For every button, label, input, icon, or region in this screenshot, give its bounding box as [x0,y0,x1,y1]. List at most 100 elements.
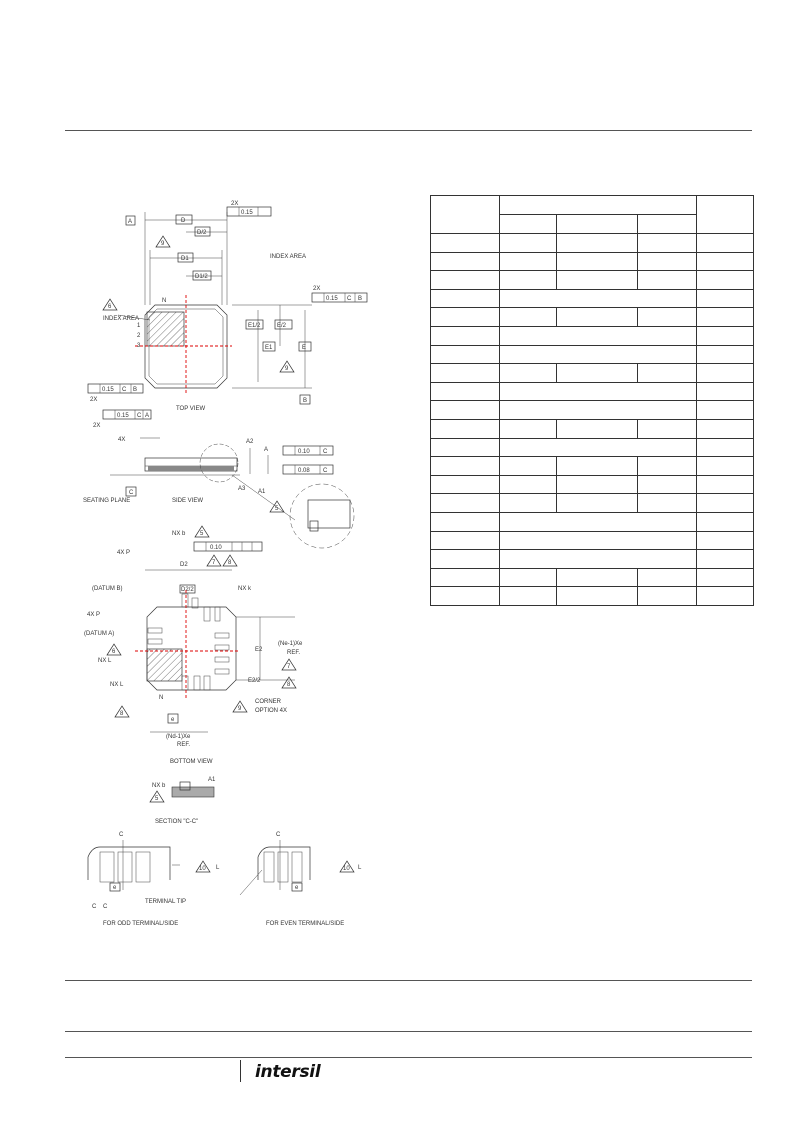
note-9-marker: 9 [161,241,165,247]
dim-e2-label: E2 [255,647,263,653]
ref-a-label: A [145,413,149,419]
note-8-marker: 8 [228,560,232,566]
four-x-p-label: 4X P [117,550,130,556]
ref-c-label: C [323,449,328,455]
note-9-marker: 9 [285,366,289,372]
dim-d-label: D [181,218,186,224]
dim-d-half-label: D/2 [197,230,207,236]
intersil-logo: intersil [255,1062,321,1082]
centerline-label: C [276,832,281,838]
nx-b-label: NX b [152,783,166,789]
table-row [430,233,754,253]
table-row [430,325,754,346]
nx-b-label: NX b [172,531,186,537]
table-row [430,400,754,420]
tolerance-2x-label: 2X [313,286,320,292]
pin-n-label: N [162,298,166,304]
table-row [430,270,754,290]
table-row [430,549,754,569]
note-6-marker: 6 [112,649,116,655]
dim-e-pitch-label: e [295,885,299,891]
datum-b-note: (DATUM B) [92,586,123,592]
note-7-marker: 7 [212,560,216,566]
tolerance-value: 0.10 [298,449,310,455]
table-row [430,567,754,588]
section-cc-title: SECTION "C-C" [155,819,198,825]
tolerance-2x-label: 2X [93,423,100,429]
table-header-nominal [556,214,638,234]
dim-e1-label: E1 [265,345,273,351]
tolerance-value: 0.08 [298,468,310,474]
dim-d2-label: D2 [180,562,188,568]
table-row [430,251,754,272]
dim-a2-label: A2 [246,439,254,445]
bottom-view-title: BOTTOM VIEW [170,759,213,765]
table-row [430,493,754,513]
table-header-symbol [430,195,500,234]
ref-c-label: C [347,296,352,302]
table-row [430,530,754,551]
nd-ref-suffix: REF. [177,742,190,748]
datum-a-note: (DATUM A) [84,631,114,637]
dim-d1-half-label: D1/2 [195,274,208,280]
tolerance-value: 0.15 [326,296,338,302]
dim-e2-half-label: E2/2 [248,678,261,684]
four-x-p-label: 4X P [87,612,100,618]
dim-e-pitch-label: e [171,717,175,723]
nx-l-label: NX L [110,682,124,688]
centerline-label: C [119,832,124,838]
table-row [430,363,754,383]
dim-l-label: L [358,865,362,871]
table-header-max [637,214,697,234]
dim-l-label: L [216,865,220,871]
index-area-text: NX L [98,658,112,664]
nx-k-label: NX k [238,586,252,592]
table-row [430,418,754,439]
note-10-marker: 10 [343,866,350,872]
tolerance-value: 0.15 [241,210,253,216]
corner-option-suffix: OPTION 4X [255,708,287,714]
table-row [430,381,754,402]
dim-e1-half-label: E1/2 [248,323,261,329]
nd-ref-label: (Nd-1)Xe [166,734,191,740]
centerline-label: C [103,904,108,910]
ref-c-label: C [122,387,127,393]
dimension-table [430,195,754,606]
footer-rule-top [65,980,752,981]
top-view: A D 2X 0.15 D/2 9 D1 D1/2 INDEX AREA [87,201,368,429]
corner-option-label: CORNER [255,699,282,705]
table-header-millimeters [499,195,697,215]
pin-3-label: 3 [137,343,141,349]
tolerance-2x-label: 2X [231,201,238,207]
tolerance-value: 0.15 [117,413,129,419]
side-view-title: SIDE VIEW [172,498,203,504]
top-view-title: TOP VIEW [176,406,205,412]
table-row [430,586,754,606]
datum-c-label: C [129,490,134,496]
bottom-view: NX b 5 0.10 7 8 4X P D2 D2/2 NX k (DATUM… [84,525,303,765]
table-header-min [499,214,557,234]
ne-ref-label: (Ne-1)Xe [278,641,303,647]
even-terminal-title: FOR EVEN TERMINAL/SIDE [266,921,344,927]
table-row [430,344,754,365]
pin-n-label: N [159,695,163,701]
table-row [430,511,754,532]
terminal-tip-label: TERMINAL TIP [145,899,186,905]
dim-d1-label: D1 [181,256,189,262]
note-5-marker: 5 [275,506,279,512]
note-7-marker: 7 [287,664,291,670]
dim-a1-label: A1 [208,777,216,783]
ref-c-label: C [323,468,328,474]
footer-divider [240,1060,241,1082]
index-area-text: INDEX AREA [103,316,139,322]
table-row [430,437,754,458]
ref-b-label: B [133,387,137,393]
note-5-marker: 5 [200,531,204,537]
dim-e-half-label: E/2 [277,323,287,329]
datum-a-label: A [128,219,132,225]
datum-b-label: B [303,398,307,404]
header-rule [65,130,752,131]
note-8-marker: 8 [287,682,291,688]
tolerance-2x-label: 2X [90,397,97,403]
odd-terminal-title: FOR ODD TERMINAL/SIDE [103,921,178,927]
